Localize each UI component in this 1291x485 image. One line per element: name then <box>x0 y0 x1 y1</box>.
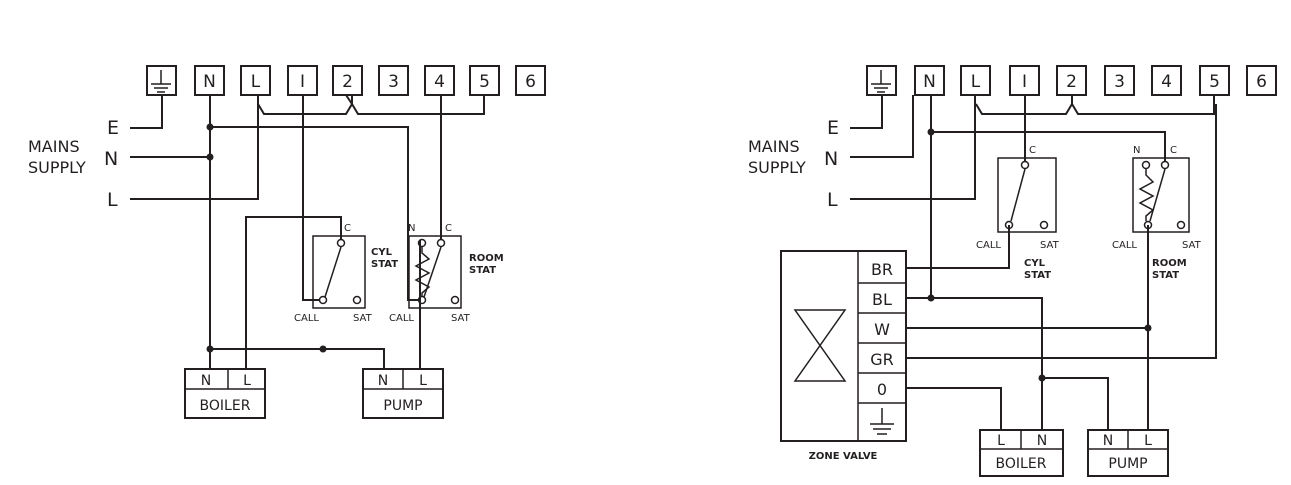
mains-e-label: E <box>827 117 839 139</box>
earth-icon <box>870 408 894 435</box>
earth-icon <box>871 70 891 93</box>
room-stat-label: ROOM <box>469 253 504 264</box>
cyl-stat-label: STAT <box>1024 270 1051 281</box>
earth-icon <box>151 70 171 93</box>
terminal-label: 6 <box>525 72 536 92</box>
mains-l-label: L <box>107 189 118 211</box>
room-stat-n-label: N <box>408 223 415 234</box>
mains-supply-label: MAINS <box>28 137 80 156</box>
boiler-l-label: L <box>997 433 1005 449</box>
cyl-stat-sat-label: SAT <box>353 313 373 324</box>
earth-terminal <box>866 65 897 96</box>
pump-n-label: N <box>1103 433 1113 449</box>
room-thermostat: N C CALL SAT ROOM STAT <box>1112 145 1202 281</box>
terminal-label: 3 <box>1114 72 1125 92</box>
room-stat-label: STAT <box>469 265 496 276</box>
room-stat-sat-label: SAT <box>1182 240 1202 251</box>
pump: N L PUMP <box>362 368 444 419</box>
room-stat-n-label: N <box>1133 145 1140 156</box>
zone-valve: BR BL W GR 0 ZONE VALVE <box>780 250 907 462</box>
pump-n-label: N <box>378 373 388 389</box>
diagram-left: N L I 2 3 4 5 6 MAINS SUPPLY E N L <box>28 65 546 419</box>
room-stat-label: ROOM <box>1152 258 1187 269</box>
cyl-stat-label: CYL <box>371 247 393 258</box>
mains-supply-label: SUPPLY <box>28 158 86 177</box>
terminal-label: 5 <box>479 72 490 92</box>
cylinder-thermostat: C CALL SAT CYL STAT <box>294 223 398 324</box>
zone-wire-br: BR <box>871 260 893 279</box>
cylinder-thermostat: C CALL SAT CYL STAT <box>976 145 1060 281</box>
mains-n-label: N <box>104 148 118 170</box>
room-stat-sat-label: SAT <box>451 313 471 324</box>
terminal-label: N <box>203 72 216 92</box>
pump-l-label: L <box>419 373 427 389</box>
boiler: N L BOILER <box>184 368 266 419</box>
mains-e-label: E <box>107 117 119 139</box>
mains-supply-label: MAINS <box>748 137 800 156</box>
mains-l-label: L <box>827 189 838 211</box>
cyl-stat-label: STAT <box>371 259 398 270</box>
terminal-label: N <box>923 72 936 92</box>
boiler-label: BOILER <box>200 398 251 414</box>
terminal-label: 2 <box>342 72 353 92</box>
terminal-label: I <box>300 72 305 92</box>
room-stat-label: STAT <box>1152 270 1179 281</box>
earth-terminal <box>146 65 177 96</box>
diagram-right: N L I 2 3 4 5 6 MAINS SUPPLY E N L <box>748 65 1277 477</box>
boiler-label: BOILER <box>996 456 1047 472</box>
pump: N L PUMP <box>1087 429 1169 477</box>
boiler-l-label: L <box>243 373 251 389</box>
terminal-label: 6 <box>1256 72 1267 92</box>
zone-wire-0: 0 <box>877 380 887 399</box>
terminal-block: N L I 2 3 4 5 6 <box>194 65 546 96</box>
terminal-label: 2 <box>1066 72 1077 92</box>
terminal-label: L <box>251 72 261 92</box>
zone-wire-bl: BL <box>872 290 892 309</box>
pump-l-label: L <box>1144 433 1152 449</box>
cyl-stat-call-label: CALL <box>294 313 319 324</box>
terminal-block: N L I 2 3 4 5 6 <box>914 65 1277 96</box>
zone-wire-gr: GR <box>870 350 894 369</box>
cyl-stat-c-label: C <box>344 223 351 234</box>
room-stat-c-label: C <box>445 223 452 234</box>
cyl-stat-call-label: CALL <box>976 240 1001 251</box>
room-stat-c-label: C <box>1170 145 1177 156</box>
terminal-label: 3 <box>388 72 399 92</box>
boiler: L N BOILER <box>979 429 1064 477</box>
zone-valve-label: ZONE VALVE <box>809 451 878 462</box>
valve-icon <box>793 309 847 382</box>
room-stat-call-label: CALL <box>1112 240 1137 251</box>
mains-n-label: N <box>824 148 838 170</box>
boiler-n-label: N <box>1037 433 1047 449</box>
pump-label: PUMP <box>383 398 422 414</box>
boiler-n-label: N <box>201 373 211 389</box>
terminal-label: I <box>1022 72 1027 92</box>
wires <box>850 95 1217 430</box>
cyl-stat-c-label: C <box>1029 145 1036 156</box>
cyl-stat-sat-label: SAT <box>1040 240 1060 251</box>
junctions <box>927 128 1152 382</box>
wires <box>130 94 485 369</box>
pump-label: PUMP <box>1108 456 1147 472</box>
room-thermostat: N C CALL SAT ROOM STAT <box>389 223 504 324</box>
cyl-stat-label: CYL <box>1024 258 1046 269</box>
terminal-label: 5 <box>1209 72 1220 92</box>
junctions <box>206 123 327 353</box>
terminal-label: 4 <box>1161 72 1172 92</box>
terminal-label: L <box>971 72 981 92</box>
zone-wire-w: W <box>874 320 890 339</box>
terminal-label: 4 <box>434 72 445 92</box>
room-stat-call-label: CALL <box>389 313 414 324</box>
mains-supply-label: SUPPLY <box>748 158 806 177</box>
